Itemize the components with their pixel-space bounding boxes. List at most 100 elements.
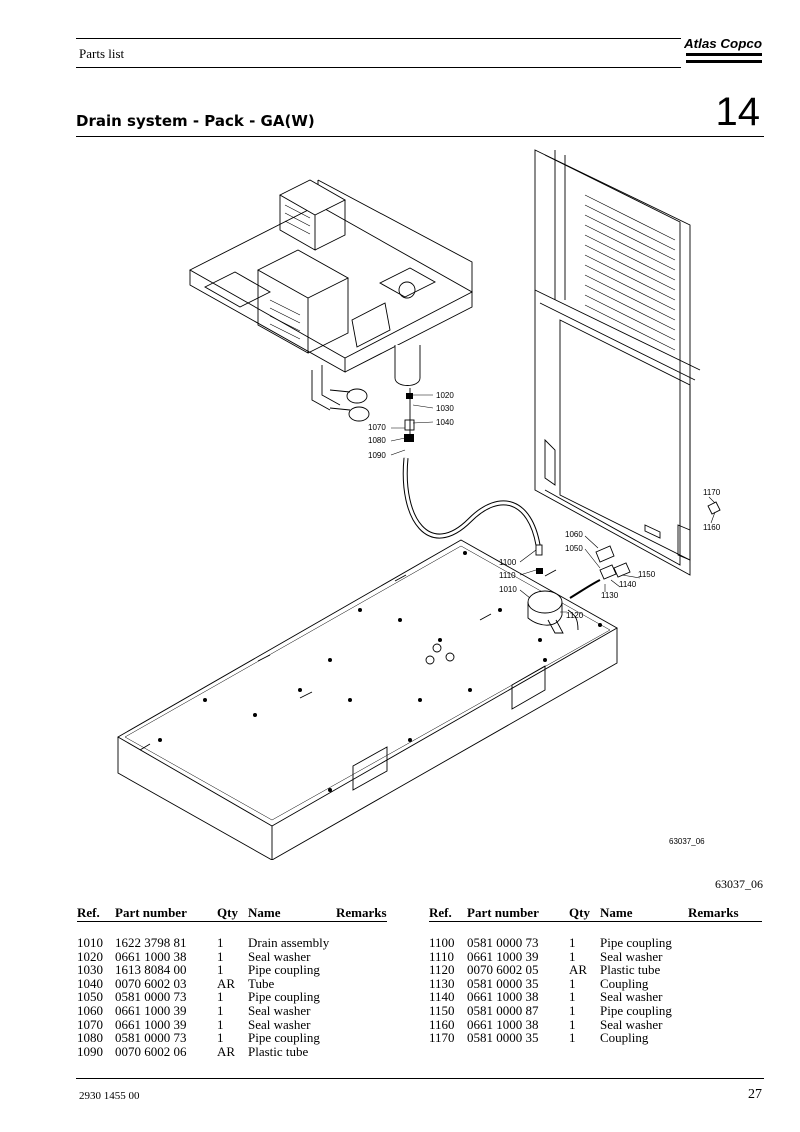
ref-cell: 1120 xyxy=(429,962,455,978)
part-number-cell: 0581 0000 73 xyxy=(115,989,187,1005)
qty-cell: AR xyxy=(569,962,588,978)
ref-cell: 1050 xyxy=(77,989,103,1005)
callout: 1150 xyxy=(638,570,656,579)
part-number-cell: 0661 1000 39 xyxy=(115,1016,187,1032)
table-row: 1040 0070 6002 03 AR Tube xyxy=(77,977,387,991)
header-qty: Qty xyxy=(569,905,600,922)
name-cell: Pipe coupling xyxy=(600,1002,672,1018)
header-remarks: Remarks xyxy=(688,905,762,922)
callout: 1050 xyxy=(565,544,583,553)
qty-cell: 1 xyxy=(569,975,576,991)
svg-text:Atlas Copco: Atlas Copco xyxy=(684,36,762,51)
ref-cell: 1150 xyxy=(429,1002,455,1018)
qty-cell: 1 xyxy=(217,1030,224,1046)
header-ref: Ref. xyxy=(77,905,115,922)
name-cell: Coupling xyxy=(600,975,649,991)
cooler-fins xyxy=(269,204,311,340)
atlas-copco-logo: Atlas Copco xyxy=(684,36,762,63)
table-row: 1080 0581 0000 73 1 Pipe coupling xyxy=(77,1031,387,1045)
qty-cell: 1 xyxy=(569,948,576,964)
name-cell: Pipe coupling xyxy=(248,989,320,1005)
ref-cell: 1060 xyxy=(77,1002,103,1018)
header-name: Name xyxy=(600,905,688,922)
callout: 1140 xyxy=(619,580,637,589)
table-row: 1170 0581 0000 35 1 Coupling xyxy=(429,1031,762,1045)
qty-cell: 1 xyxy=(217,935,224,950)
part-number-cell: 1613 8084 00 xyxy=(115,962,187,978)
header-qty: Qty xyxy=(217,905,248,922)
right-couplings xyxy=(595,501,721,580)
ref-cell: 1090 xyxy=(77,1043,103,1059)
ref-cell: 1070 xyxy=(77,1016,103,1032)
header-title: Parts list xyxy=(79,46,125,61)
callout: 1010 xyxy=(499,585,517,594)
ref-cell: 1100 xyxy=(429,935,455,950)
part-number-cell: 0661 1000 38 xyxy=(467,1016,539,1032)
name-cell: Seal washer xyxy=(600,948,663,964)
header-name: Name xyxy=(248,905,336,922)
name-cell: Coupling xyxy=(600,1030,649,1046)
canopy-grille xyxy=(584,194,676,351)
section-title: Drain system - Pack - GA(W) xyxy=(76,112,315,130)
callout: 1160 xyxy=(703,523,721,532)
exploded-parts-diagram: 1020 1030 1040 1070 1080 1090 1170 1160 … xyxy=(117,149,721,860)
title-rule xyxy=(76,136,764,137)
name-cell: Tube xyxy=(248,975,275,991)
table-header-row: Ref. Part number Qty Name Remarks xyxy=(429,905,762,922)
callout: 1030 xyxy=(436,404,454,413)
header-part-number: Part number xyxy=(467,905,569,922)
qty-cell: 1 xyxy=(217,948,224,964)
qty-cell: 1 xyxy=(217,1002,224,1018)
qty-cell: 1 xyxy=(217,1016,224,1032)
table-row: 1120 0070 6002 05 AR Plastic tube xyxy=(429,963,762,977)
part-number-cell: 0581 0000 35 xyxy=(467,975,539,991)
name-cell: Seal washer xyxy=(248,948,311,964)
ref-cell: 1160 xyxy=(429,1016,455,1032)
ref-cell: 1110 xyxy=(429,948,455,964)
header-bottom-rule xyxy=(76,67,681,68)
part-number-cell: 0581 0000 73 xyxy=(115,1030,187,1046)
callout-labels: 1020 1030 1040 1070 1080 1090 1170 1160 … xyxy=(368,391,721,846)
table-row: 1110 0661 1000 39 1 Seal washer xyxy=(429,948,762,964)
qty-cell: AR xyxy=(217,975,236,991)
callout: 1100 xyxy=(499,558,517,567)
part-number-cell: 0070 6002 03 xyxy=(115,975,187,991)
name-cell: Plastic tube xyxy=(248,1043,309,1059)
leader-lines xyxy=(390,394,716,613)
table-row: 1060 0661 1000 39 1 Seal washer xyxy=(77,1004,387,1018)
name-cell: Plastic tube xyxy=(600,962,661,978)
base-holes xyxy=(158,551,602,792)
figure-code: 63037_06 xyxy=(715,877,763,891)
header-part-number: Part number xyxy=(115,905,217,922)
part-number-cell: 0070 6002 05 xyxy=(467,962,539,978)
base-frame xyxy=(117,539,618,860)
callout: 1020 xyxy=(436,391,454,400)
part-number-cell: 0581 0000 87 xyxy=(467,1002,539,1018)
qty-cell: 1 xyxy=(569,1030,576,1046)
cooler-pipes xyxy=(311,365,370,422)
callout: 1170 xyxy=(703,488,721,497)
name-cell: Pipe coupling xyxy=(248,1030,320,1046)
part-number-cell: 0661 1000 39 xyxy=(467,948,539,964)
ref-cell: 1020 xyxy=(77,948,103,964)
canopy-panel xyxy=(534,149,701,576)
callout: 1110 xyxy=(499,571,516,580)
part-number-cell: 0581 0000 35 xyxy=(467,1030,539,1046)
ref-cell: 1010 xyxy=(77,935,103,950)
name-cell: Seal washer xyxy=(248,1016,311,1032)
callout: 1070 xyxy=(368,423,386,432)
ref-cell: 1170 xyxy=(429,1030,455,1046)
ref-cell: 1040 xyxy=(77,975,103,991)
drain-tube xyxy=(402,388,543,574)
callout: 1060 xyxy=(565,530,583,539)
ref-cell: 1030 xyxy=(77,962,103,978)
callout: 1040 xyxy=(436,418,454,427)
part-number-cell: 0661 1000 39 xyxy=(115,1002,187,1018)
ref-cell: 1080 xyxy=(77,1030,103,1046)
page-number: 27 xyxy=(748,1087,762,1102)
qty-cell: 1 xyxy=(569,935,576,950)
name-cell: Seal washer xyxy=(248,1002,311,1018)
